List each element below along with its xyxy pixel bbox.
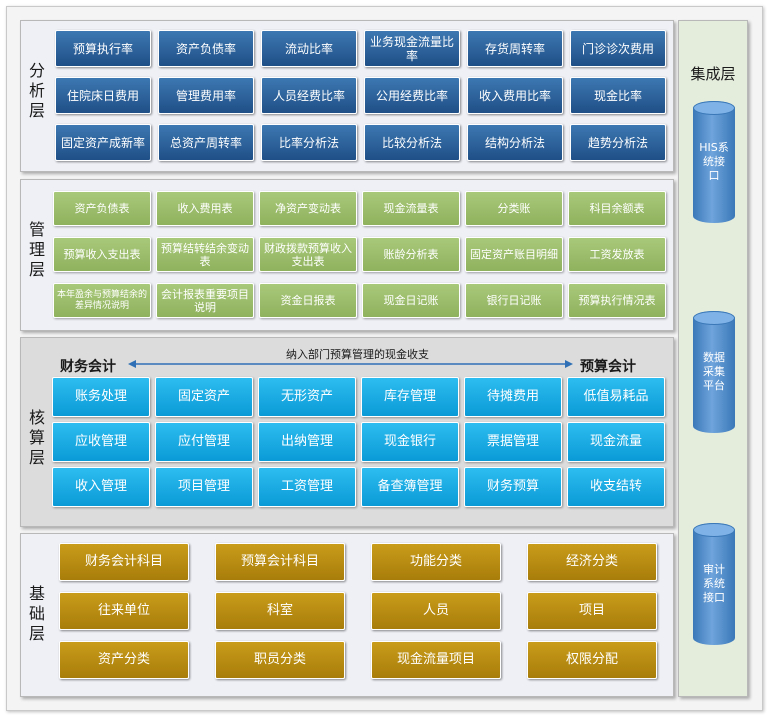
analysis-module: 结构分析法 xyxy=(467,124,563,161)
analysis-module: 管理费用率 xyxy=(158,77,254,114)
management-module: 资金日报表 xyxy=(259,283,357,318)
accounting-layer: 核算层 账务处理固定资产无形资产库存管理待摊费用低值易耗品应收管理应付管理出纳管… xyxy=(20,337,674,527)
management-module: 科目余额表 xyxy=(568,191,666,226)
management-module: 现金流量表 xyxy=(362,191,460,226)
accounting-module: 出纳管理 xyxy=(258,422,356,462)
accounting-module: 收入管理 xyxy=(52,467,150,507)
audit-interface-cylinder: 审计系统接口 xyxy=(693,523,735,645)
management-layer: 管理层 资产负债表收入费用表净资产变动表现金流量表分类账科目余额表预算收入支出表… xyxy=(20,179,674,331)
accounting-module: 固定资产 xyxy=(155,377,253,417)
analysis-module: 比率分析法 xyxy=(261,124,357,161)
foundation-module: 项目 xyxy=(527,592,657,630)
foundation-module: 功能分类 xyxy=(371,543,501,581)
analysis-module: 业务现金流量比率 xyxy=(364,30,460,67)
analysis-module: 住院床日费用 xyxy=(55,77,151,114)
foundation-layer: 基础层 财务会计科目预算会计科目功能分类经济分类往来单位科室人员项目资产分类职员… xyxy=(20,533,674,697)
analysis-module: 现金比率 xyxy=(570,77,666,114)
accounting-module: 现金银行 xyxy=(361,422,459,462)
foundation-module: 职员分类 xyxy=(215,641,345,679)
accounting-module: 现金流量 xyxy=(567,422,665,462)
management-module: 银行日记账 xyxy=(465,283,563,318)
analysis-module: 固定资产成新率 xyxy=(55,124,151,161)
accounting-module: 待摊费用 xyxy=(464,377,562,417)
foundation-module: 资产分类 xyxy=(59,641,189,679)
management-module: 分类账 xyxy=(465,191,563,226)
accounting-module: 账务处理 xyxy=(52,377,150,417)
accounting-module: 应付管理 xyxy=(155,422,253,462)
accounting-module: 项目管理 xyxy=(155,467,253,507)
foundation-module: 现金流量项目 xyxy=(371,641,501,679)
foundation-module: 人员 xyxy=(371,592,501,630)
management-module: 净资产变动表 xyxy=(259,191,357,226)
management-module: 预算执行情况表 xyxy=(568,283,666,318)
accounting-module: 收支结转 xyxy=(567,467,665,507)
accounting-module: 库存管理 xyxy=(361,377,459,417)
analysis-layer: 分析层 预算执行率资产负债率流动比率业务现金流量比率存货周转率门诊诊次费用住院床… xyxy=(20,20,674,172)
management-module: 现金日记账 xyxy=(362,283,460,318)
analysis-module: 比较分析法 xyxy=(364,124,460,161)
management-module: 资产负债表 xyxy=(53,191,151,226)
double-arrow-icon xyxy=(128,360,573,368)
foundation-module: 预算会计科目 xyxy=(215,543,345,581)
analysis-module: 门诊诊次费用 xyxy=(570,30,666,67)
accounting-module: 财务预算 xyxy=(464,467,562,507)
management-module: 会计报表重要项目说明 xyxy=(156,283,254,318)
management-module: 本年盈余与预算结余的差异情况说明 xyxy=(53,283,151,318)
accounting-module: 票据管理 xyxy=(464,422,562,462)
analysis-module: 存货周转率 xyxy=(467,30,563,67)
integration-layer-title: 集成层 xyxy=(690,65,736,83)
foundation-layer-label: 基础层 xyxy=(28,584,45,643)
management-layer-label: 管理层 xyxy=(28,220,45,279)
accounting-module: 应收管理 xyxy=(52,422,150,462)
foundation-module: 往来单位 xyxy=(59,592,189,630)
analysis-module: 流动比率 xyxy=(261,30,357,67)
foundation-module: 财务会计科目 xyxy=(59,543,189,581)
integration-layer: 集成层 HIS系统接口 数据采集平台 审计系统接口 xyxy=(678,20,748,697)
management-module: 固定资产账目明细 xyxy=(465,237,563,272)
analysis-module: 收入费用比率 xyxy=(467,77,563,114)
foundation-module: 经济分类 xyxy=(527,543,657,581)
budget-bridge-note: 纳入部门预算管理的现金收支 xyxy=(286,348,429,361)
analysis-module: 资产负债率 xyxy=(158,30,254,67)
financial-accounting-label: 财务会计 xyxy=(60,359,116,375)
analysis-module: 公用经费比率 xyxy=(364,77,460,114)
accounting-module: 工资管理 xyxy=(258,467,356,507)
analysis-module: 预算执行率 xyxy=(55,30,151,67)
management-module: 收入费用表 xyxy=(156,191,254,226)
management-module: 工资发放表 xyxy=(568,237,666,272)
foundation-module: 科室 xyxy=(215,592,345,630)
management-module: 账龄分析表 xyxy=(362,237,460,272)
management-module: 预算收入支出表 xyxy=(53,237,151,272)
management-module: 预算结转结余变动表 xyxy=(156,237,254,272)
accounting-module: 低值易耗品 xyxy=(567,377,665,417)
analysis-module: 趋势分析法 xyxy=(570,124,666,161)
foundation-module: 权限分配 xyxy=(527,641,657,679)
budget-accounting-label: 预算会计 xyxy=(580,359,636,375)
analysis-layer-label: 分析层 xyxy=(28,61,45,120)
accounting-module: 无形资产 xyxy=(258,377,356,417)
management-module: 财政拨款预算收入支出表 xyxy=(259,237,357,272)
analysis-module: 人员经费比率 xyxy=(261,77,357,114)
accounting-module: 备查簿管理 xyxy=(361,467,459,507)
analysis-module: 总资产周转率 xyxy=(158,124,254,161)
data-collection-platform-cylinder: 数据采集平台 xyxy=(693,311,735,433)
accounting-layer-label: 核算层 xyxy=(28,408,45,467)
his-interface-cylinder: HIS系统接口 xyxy=(693,101,735,223)
